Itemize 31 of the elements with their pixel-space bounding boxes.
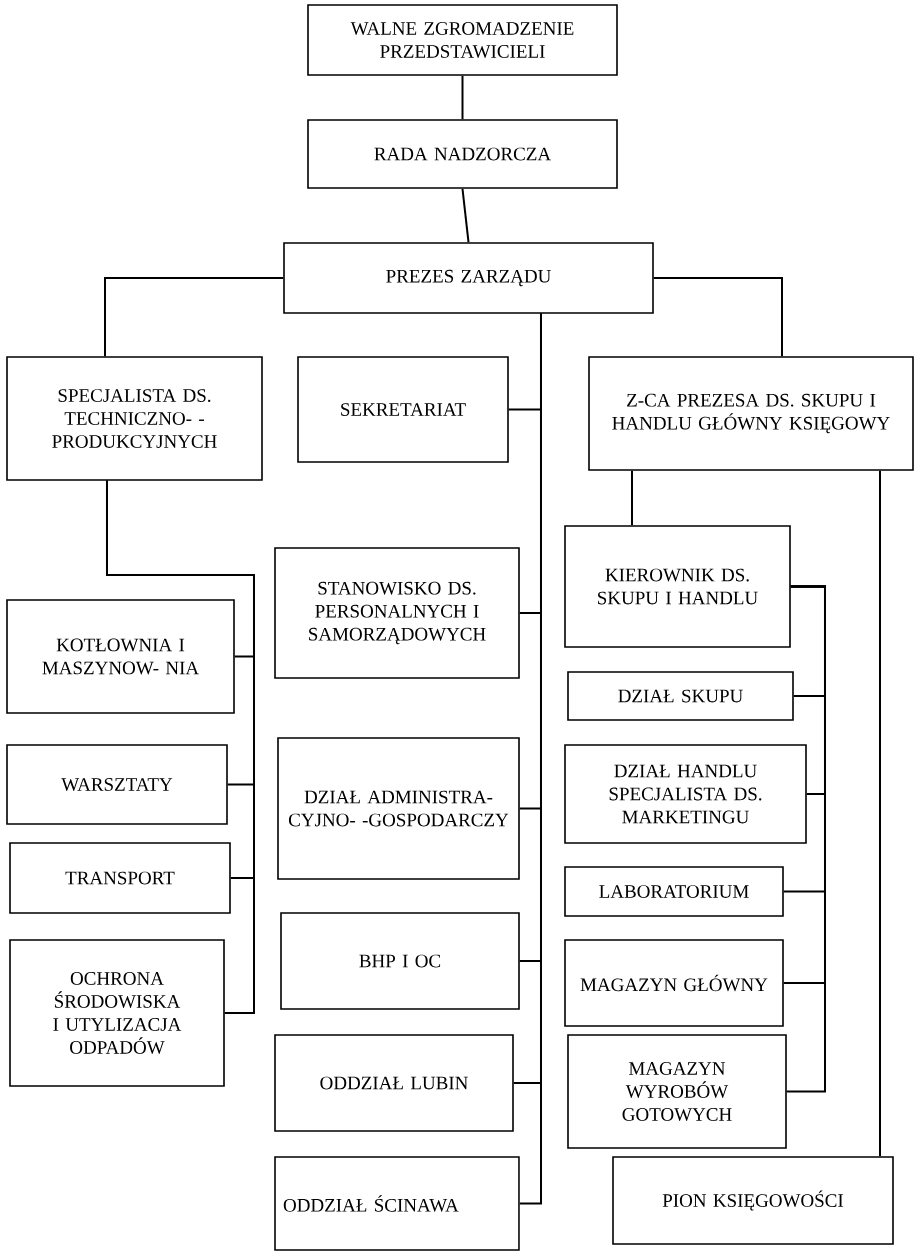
org-box: BHP I OC xyxy=(280,912,520,1010)
org-box: STANOWISKO DS. PERSONALNYCH I SAMORZĄDOWYCH xyxy=(274,547,520,679)
org-box: OCHRONA ŚRODOWISKA I UTYLIZACJA ODPADÓW xyxy=(9,939,225,1087)
org-box: MAGAZYN GŁÓWNY xyxy=(564,939,784,1027)
connector-line xyxy=(785,585,826,1093)
connector-line xyxy=(461,187,470,244)
org-box: SEKRETARIAT xyxy=(297,356,509,463)
org-box: LABORATORIUM xyxy=(564,866,784,917)
org-box: Z-CA PREZESA DS. SKUPU I HANDLU GŁÓWNY KSIĘGOWY xyxy=(588,356,914,471)
connector-line xyxy=(106,479,255,1014)
connector-line xyxy=(461,74,464,121)
connector-line xyxy=(879,469,881,1158)
org-box: WARSZTATY xyxy=(6,744,228,825)
org-box: ODDZIAŁ LUBIN xyxy=(274,1034,514,1132)
org-box: DZIAŁ SKUPU xyxy=(567,671,794,721)
org-box: TRANSPORT xyxy=(9,842,231,914)
org-box: ODDZIAŁ ŚCINAWA xyxy=(274,1156,520,1251)
org-box: PREZES ZARZĄDU xyxy=(283,242,654,314)
connector-line xyxy=(652,277,783,358)
org-box: DZIAŁ ADMINISTRA- CYJNO- -GOSPODARCZY xyxy=(277,737,520,880)
org-box: MAGAZYN WYROBÓW GOTOWYCH xyxy=(567,1034,787,1149)
connector-line xyxy=(104,277,285,358)
org-box: DZIAŁ HANDLU SPECJALISTA DS. MARKETINGU xyxy=(564,744,807,844)
connector-line xyxy=(631,469,633,527)
connector-line xyxy=(518,312,542,1205)
org-box: KIEROWNIK DS. SKUPU I HANDLU xyxy=(564,525,791,648)
org-box: RADA NADZORCZA xyxy=(307,119,618,189)
org-box: KOTŁOWNIA I MASZYNOW- NIA xyxy=(6,599,235,714)
org-box: PION KSIĘGOWOŚCI xyxy=(612,1156,894,1245)
org-box: SPECJALISTA DS. TECHNICZNO- -PRODUKCYJNYCH xyxy=(6,356,263,481)
org-box: WALNE ZGROMADZENIE PRZEDSTAWICIELI xyxy=(307,4,618,76)
